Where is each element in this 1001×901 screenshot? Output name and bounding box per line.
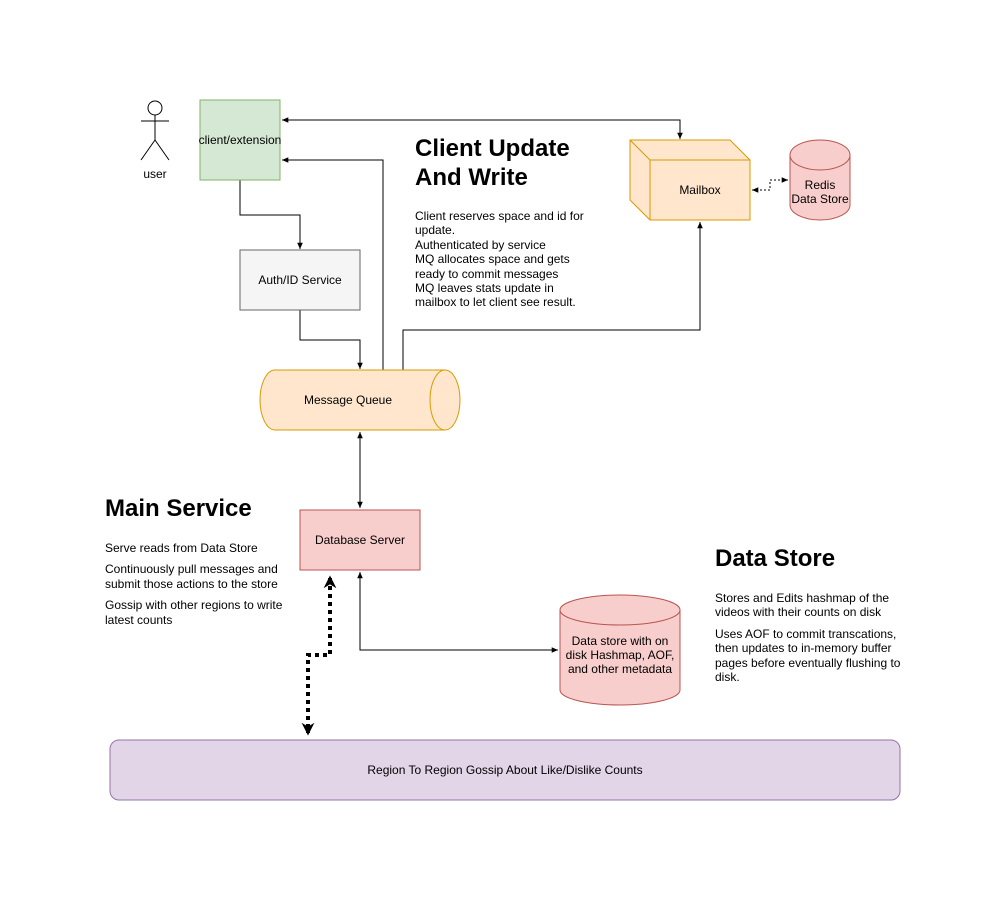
client-update-line: MQ leaves stats update in mailbox to let… xyxy=(415,281,576,310)
client-extension-node xyxy=(199,99,281,181)
edge-queue-mailbox xyxy=(402,222,703,370)
client-extension-label: client/extension xyxy=(198,133,282,147)
client-update-line: Client reserves space and id for update. xyxy=(415,209,584,238)
database-server-label: Database Server xyxy=(314,533,406,547)
data-store-title: Data Store xyxy=(715,545,836,572)
edge-client-auth xyxy=(239,180,303,249)
client-update-title: Client Update And Write xyxy=(415,135,570,191)
gossip-node xyxy=(109,739,901,801)
mailbox-node xyxy=(629,139,751,221)
client-update-line: Authenticated by service xyxy=(415,237,546,252)
edge-db-gossip xyxy=(301,575,337,736)
redis-node xyxy=(789,139,851,221)
edge-client-mailbox xyxy=(282,117,683,139)
edge-auth-queue xyxy=(299,310,363,369)
client-update-line: MQ allocates space and gets ready to com… xyxy=(415,252,570,281)
user-actor-icon xyxy=(140,100,170,161)
main-service-title: Main Service xyxy=(105,495,252,522)
edge-queue-client xyxy=(282,157,384,370)
edge-mailbox-redis xyxy=(752,177,788,193)
main-service-paragraph: Serve reads from Data Store xyxy=(105,541,258,555)
gossip-label: Region To Region Gossip About Like/Disli… xyxy=(367,763,643,777)
database-server-node xyxy=(299,509,421,571)
mailbox-label: Mailbox xyxy=(679,183,721,197)
data-store-paragraph: Uses AOF to commit transcations, then up… xyxy=(715,626,901,685)
auth-service-label: Auth/ID Service xyxy=(258,273,342,287)
data-store-label: Data store with on disk Hashmap, AOF, an… xyxy=(565,634,675,676)
connectors xyxy=(239,117,788,736)
redis-label: Redis Data Store xyxy=(791,178,849,206)
user-label: user xyxy=(143,167,167,181)
main-service-paragraph: Continuously pull messages and submit th… xyxy=(105,562,278,591)
data-store-notes: Stores and Edits hashmap of the videos w… xyxy=(715,591,905,684)
auth-service-node xyxy=(239,249,361,311)
data-store-node xyxy=(559,594,681,706)
edge-db-datastore xyxy=(357,572,558,653)
message-queue-node xyxy=(259,369,461,431)
main-service-paragraph: Gossip with other regions to write lates… xyxy=(105,598,283,627)
main-service-notes: Serve reads from Data Store Continuously… xyxy=(105,541,295,627)
client-update-notes: Client reserves space and id for update.… xyxy=(415,209,585,310)
data-store-paragraph: Stores and Edits hashmap of the videos w… xyxy=(715,591,890,620)
message-queue-label: Message Queue xyxy=(303,393,393,407)
